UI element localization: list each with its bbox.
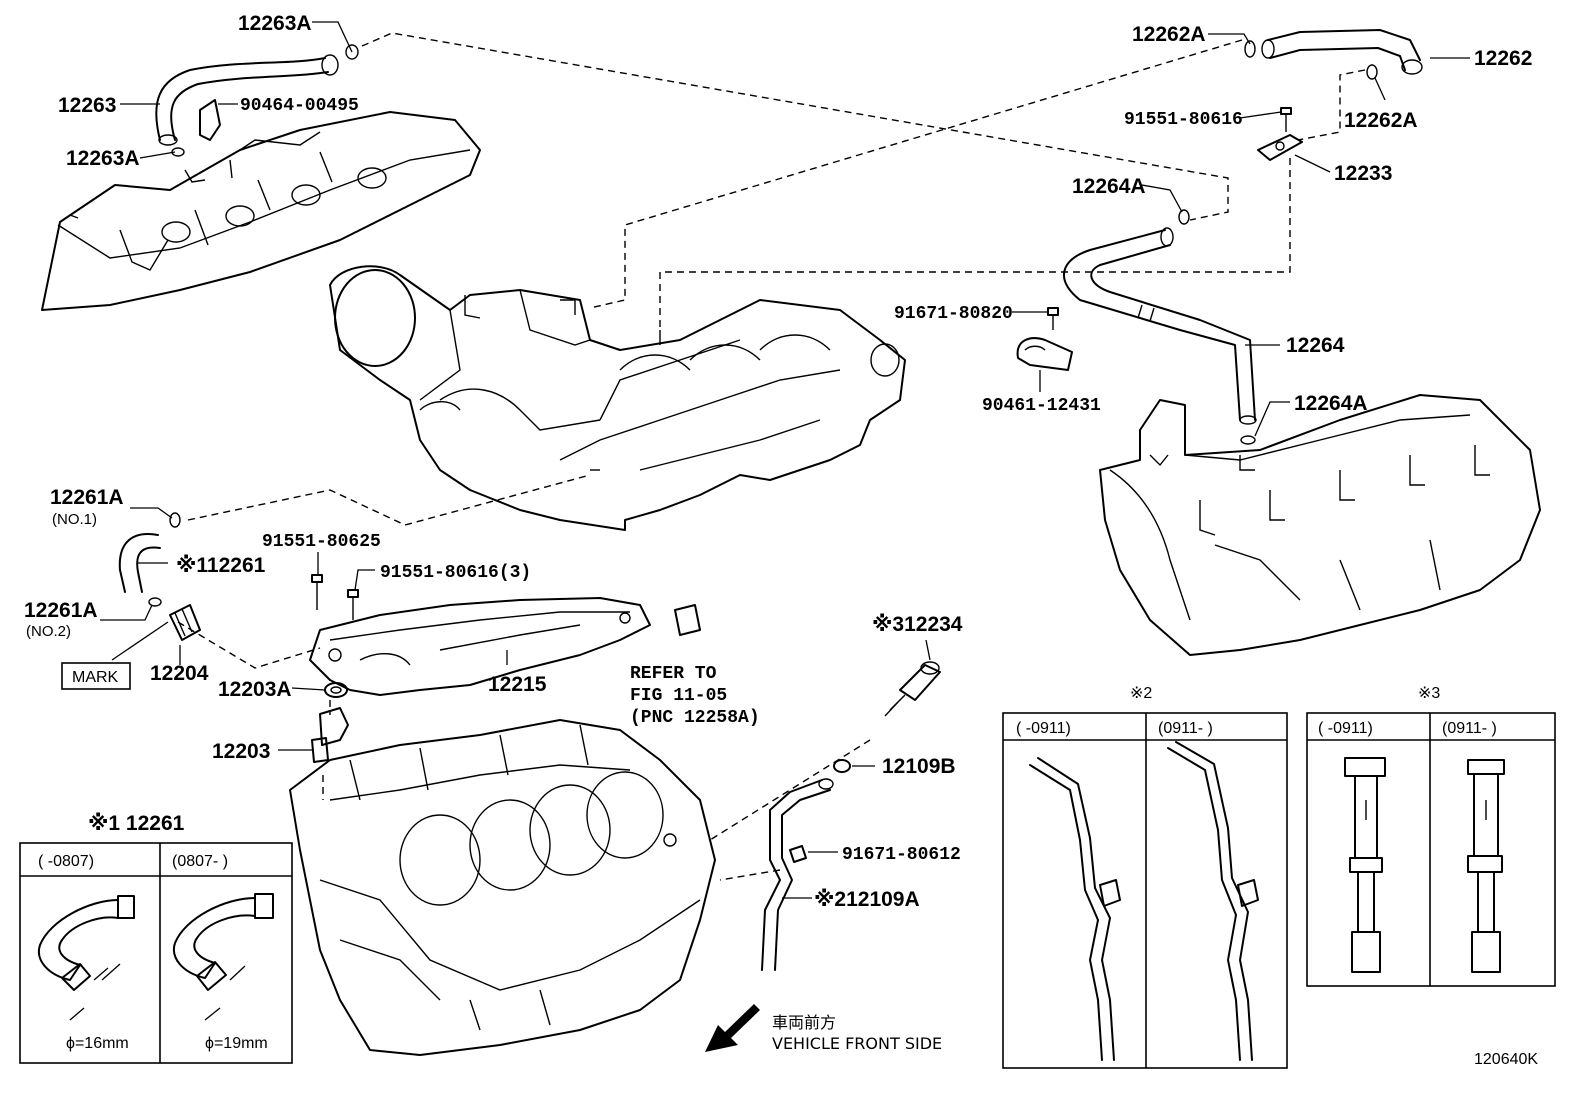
inset1-dim1: ϕ=16mm [66, 1035, 129, 1052]
label-12261A-no2: 12261A [24, 599, 98, 622]
label-12261A-no1-sub: (NO.1) [52, 511, 97, 528]
label-12261A-no2-sub: (NO.2) [26, 623, 71, 640]
label-mark: MARK [72, 669, 119, 686]
inset-12109A: ※2 ( -0911) (0911- ) [1002, 685, 1288, 1069]
mark-box [61, 662, 131, 690]
inset1-col2: (0807- ) [172, 853, 228, 870]
label-12262: 12262 [1474, 47, 1532, 70]
label-12109B: 12109B [882, 755, 956, 778]
inset-12234: ※3 ( -0911) (0911- ) [1306, 685, 1556, 987]
part-12203 [311, 707, 349, 763]
engine-block [289, 719, 716, 1056]
hose-12261 [118, 512, 181, 607]
hose-12264 [1063, 209, 1257, 445]
inset1-col1: ( -0807) [38, 853, 94, 870]
label-12204: 12204 [150, 662, 209, 685]
part-labels: 12263A 12263 90464-00495 12263A 12262A 1… [24, 12, 1538, 1068]
label-12262A-right: 12262A [1344, 109, 1418, 132]
label-12215: 12215 [488, 673, 547, 696]
pcv-valve-12204 [169, 604, 201, 641]
assembly-lines [177, 32, 1366, 881]
valve-cover-right [1099, 394, 1541, 656]
label-90464-00495: 90464-00495 [240, 96, 359, 116]
label-12263: 12263 [58, 94, 116, 117]
dipstick-guide-12109A [761, 759, 851, 971]
inset2-col2: (0911- ) [1158, 720, 1213, 737]
diagram-id: 120640K [1474, 1051, 1538, 1068]
inset1-title: ※1 12261 [88, 812, 185, 835]
leader-lines [100, 21, 1470, 899]
inset3-col2: (0911- ) [1442, 720, 1497, 737]
gasket-12203A [324, 682, 348, 698]
label-refer-fig: FIG 11-05 [630, 686, 727, 706]
valve-cover-left [41, 111, 481, 311]
label-12263A-top: 12263A [238, 12, 312, 35]
label-refer-to: REFER TO [630, 664, 717, 684]
oil-separator-12215 [309, 574, 701, 696]
label-12109A: ※212109A [814, 888, 920, 911]
inset3-col1: ( -0911) [1318, 720, 1373, 737]
label-12264A-bottom: 12264A [1294, 392, 1368, 415]
clamp-90461 [1016, 307, 1073, 371]
label-front-en: VEHICLE FRONT SIDE [772, 1034, 942, 1053]
label-12203A: 12203A [218, 678, 292, 701]
label-12234: ※312234 [872, 613, 963, 636]
inset1-dim2: ϕ=19mm [205, 1035, 268, 1052]
label-12233: 12233 [1334, 162, 1392, 185]
label-refer-pnc: (PNC 12258A) [630, 708, 760, 728]
label-12264A-top: 12264A [1072, 175, 1146, 198]
front-arrow-icon [705, 1004, 760, 1052]
label-91671-80820: 91671-80820 [894, 304, 1013, 324]
bracket-12233 [1257, 107, 1303, 161]
label-91551-80616: 91551-80616 [1124, 110, 1243, 130]
inset2-col1: ( -0911) [1016, 720, 1071, 737]
label-front-jp: 車両前方 [772, 1013, 836, 1032]
hose-12262 [1244, 29, 1423, 80]
inset-12261: ※1 12261 ( -0807) (0807- ) ϕ=16mm ϕ=19mm [19, 812, 293, 1064]
label-91551-80625: 91551-80625 [262, 532, 381, 552]
label-12203: 12203 [212, 740, 270, 763]
label-91671-80612: 91671-80612 [842, 845, 961, 865]
label-91551-80616-3: 91551-80616(3) [380, 563, 531, 583]
label-12264: 12264 [1286, 334, 1345, 357]
label-12263A-bottom: 12263A [66, 147, 140, 170]
label-12261A-no1: 12261A [50, 486, 124, 509]
label-12262A-left: 12262A [1132, 23, 1206, 46]
label-90461-12431: 90461-12431 [982, 396, 1101, 416]
hose-12263 [155, 44, 359, 157]
inset3-title: ※3 [1418, 685, 1440, 702]
intake-manifold [329, 265, 906, 531]
inset2-title: ※2 [1130, 685, 1152, 702]
oil-level-gauge-12234 [884, 661, 941, 717]
label-12261: ※112261 [176, 554, 266, 577]
